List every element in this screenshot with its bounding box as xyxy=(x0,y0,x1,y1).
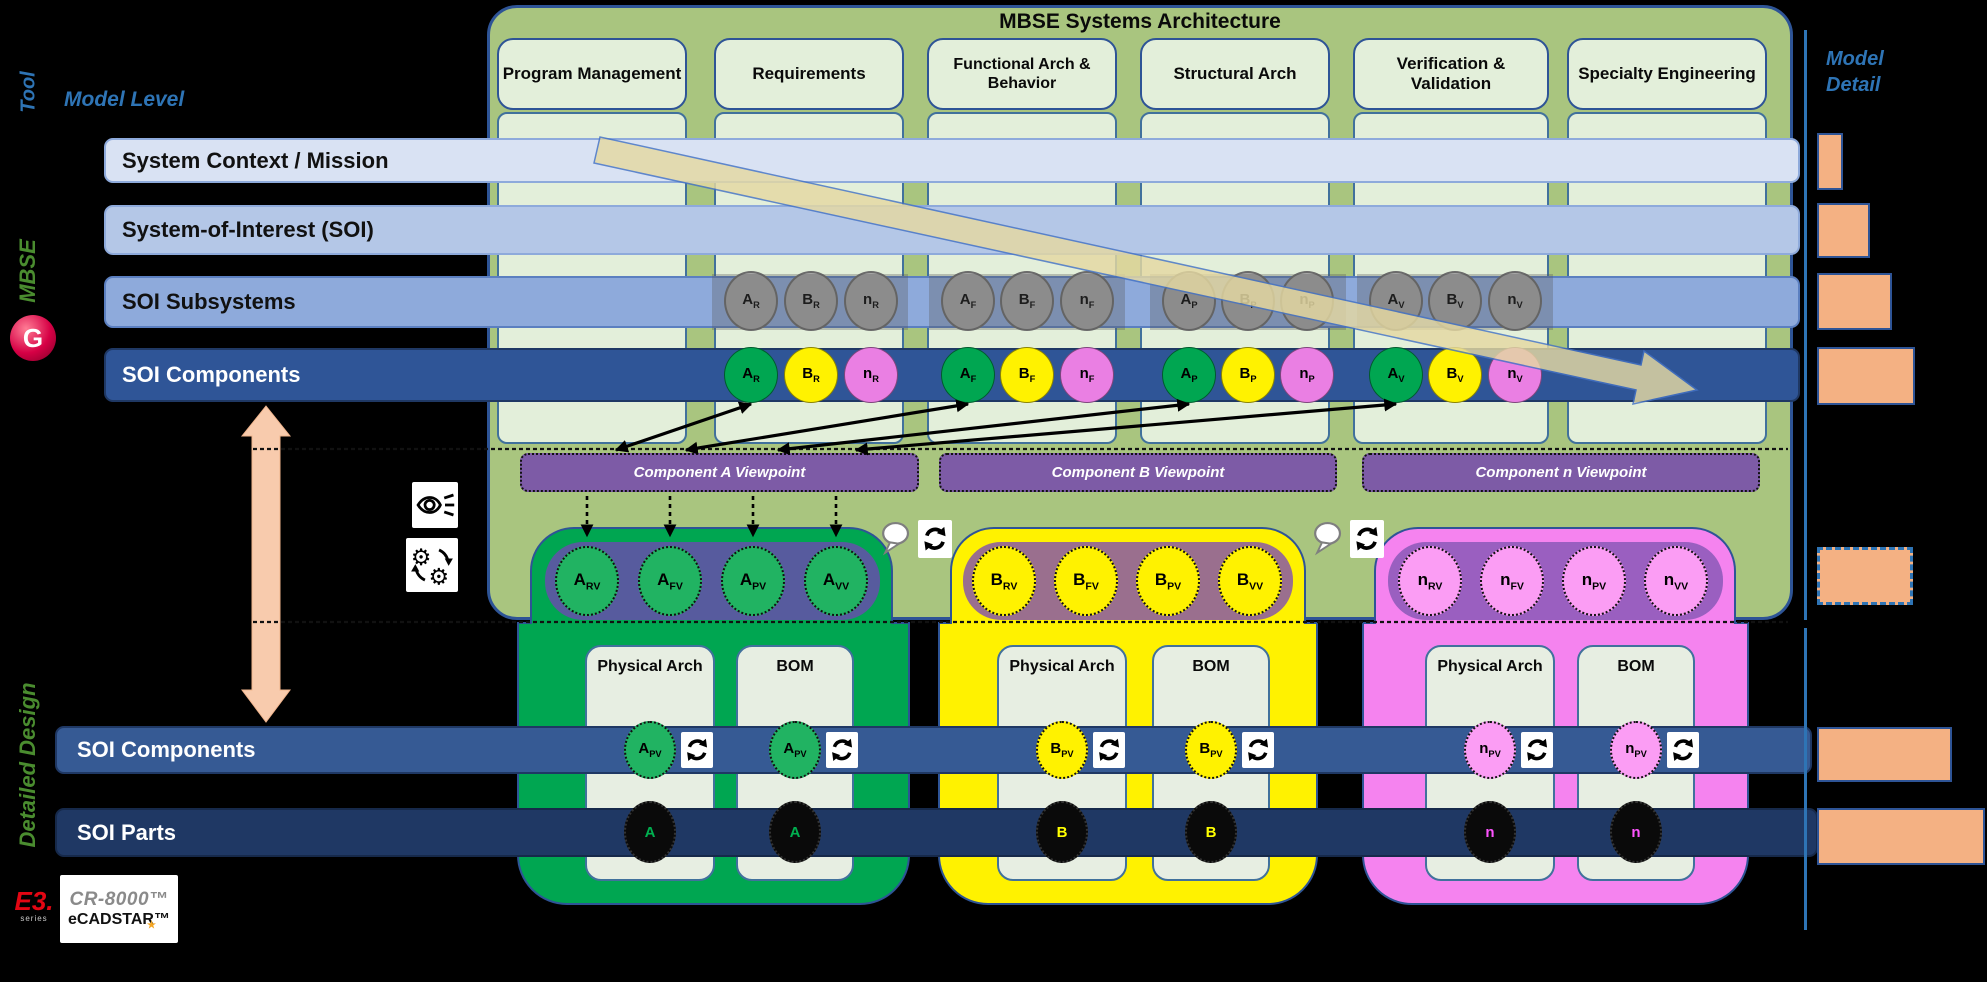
container-A-pv-circle-2: APV xyxy=(769,721,821,779)
subsystem-shadow-band-1 xyxy=(712,274,908,330)
container-n-part-circle-1: n xyxy=(1464,801,1516,863)
column-header-1: Program Management xyxy=(497,38,687,110)
row-soi-parts-label: SOI Parts xyxy=(77,819,177,845)
row-soi-parts: SOI Parts xyxy=(55,808,1818,857)
container-n-sync-icon-1 xyxy=(1521,732,1553,768)
column-header-3: Functional Arch & Behavior xyxy=(927,38,1117,110)
container-B-pv-circle-1: BPV xyxy=(1036,721,1088,779)
container-A-sync-icon-2 xyxy=(826,732,858,768)
container-A-part-circle-1: A xyxy=(624,801,676,863)
sync-arrows-icon-2 xyxy=(1350,520,1384,558)
viewpoint-box-3: Component n Viewpoint xyxy=(1362,453,1760,492)
column-header-4: Structural Arch xyxy=(1140,38,1330,110)
row-soi-components-detailed: SOI Components xyxy=(55,726,1812,774)
component-circle-BF: BF xyxy=(1000,347,1054,403)
component-circle-BR: BR xyxy=(784,347,838,403)
cr8000-logo: CR-8000™ xyxy=(69,889,169,910)
row-soi-label: System-of-Interest (SOI) xyxy=(122,217,374,242)
eye-icon xyxy=(412,482,458,528)
gear-glyph: ⚙ xyxy=(428,564,449,589)
model-detail-bar-soi-components xyxy=(1817,347,1915,405)
model-detail-axis-lower xyxy=(1804,628,1807,930)
component-circle-AP: AP xyxy=(1162,347,1216,403)
e3-logo-subtext: series xyxy=(20,914,48,923)
component-circle-BV: BV xyxy=(1428,347,1482,403)
model-detail-bar-component-viewpoints xyxy=(1817,547,1913,605)
speech-bubble-icon-2 xyxy=(1310,516,1346,560)
component-circle-AR: AR xyxy=(724,347,778,403)
genesys-logo: G xyxy=(10,315,56,361)
container-A-part-circle-2: A xyxy=(769,801,821,863)
viewpoint-box-2: Component B Viewpoint xyxy=(939,453,1337,492)
viewpoint-box-1: Component A Viewpoint xyxy=(520,453,919,492)
component-circle-nP: nP xyxy=(1280,347,1334,403)
container-B-circle-BVV: BVV xyxy=(1218,546,1282,616)
container-n-pv-circle-1: nPV xyxy=(1464,721,1516,779)
component-circle-BP: BP xyxy=(1221,347,1275,403)
speech-bubble-icon-1 xyxy=(878,516,914,560)
e3-logo-text: E3. xyxy=(14,886,54,916)
column-header-6: Specialty Engineering xyxy=(1567,38,1767,110)
gear-glyph: ⚙ xyxy=(411,545,432,571)
container-B-pv-circle-2: BPV xyxy=(1185,721,1237,779)
component-circle-AF: AF xyxy=(941,347,995,403)
ecadstar-logo-text: eCADSTAR™ xyxy=(68,911,170,928)
container-n-pv-circle-2: nPV xyxy=(1610,721,1662,779)
container-A-circle-AFV: AFV xyxy=(638,546,702,616)
container-B-part-circle-2: B xyxy=(1185,801,1237,863)
ecadstar-logo: eCADSTAR™★ xyxy=(68,911,170,931)
component-circle-nR: nR xyxy=(844,347,898,403)
model-detail-bar-system-of-interest xyxy=(1817,203,1870,258)
detailed-design-label: Detailed Design xyxy=(15,682,40,848)
row-system-context: System Context / Mission xyxy=(104,138,1800,183)
model-detail-axis-upper xyxy=(1804,30,1807,620)
mbse-label: MBSE xyxy=(15,239,40,303)
container-A-circle-ARV: ARV xyxy=(555,546,619,616)
container-n-circle-nVV: nVV xyxy=(1644,546,1708,616)
container-B-part-circle-1: B xyxy=(1036,801,1088,863)
row-soi-subsystems-label: SOI Subsystems xyxy=(122,289,296,314)
container-B-circle-BPV: BPV xyxy=(1136,546,1200,616)
model-detail-bar-soi-parts xyxy=(1817,808,1985,865)
component-circle-AV: AV xyxy=(1369,347,1423,403)
container-B-circle-BRV: BRV xyxy=(972,546,1036,616)
container-A-circle-AVV: AVV xyxy=(804,546,868,616)
model-detail-bar-soi-subsystems xyxy=(1817,273,1892,330)
container-B-circle-BFV: BFV xyxy=(1054,546,1118,616)
container-A-pv-circle-1: APV xyxy=(624,721,676,779)
subsystem-shadow-band-4 xyxy=(1357,274,1553,330)
model-level-label: Model Level xyxy=(64,88,185,111)
column-header-2: Requirements xyxy=(714,38,904,110)
row-soi: System-of-Interest (SOI) xyxy=(104,205,1800,255)
zuken-tools-logo-card: CR-8000™ eCADSTAR™★ xyxy=(60,875,178,943)
row-system-context-label: System Context / Mission xyxy=(122,147,389,173)
e3-series-logo: E3. series xyxy=(12,888,56,923)
container-B-sync-icon-2 xyxy=(1242,732,1274,768)
column-header-5: Verification & Validation xyxy=(1353,38,1549,110)
row-soi-components-detailed-label: SOI Components xyxy=(77,737,256,762)
container-n-sync-icon-2 xyxy=(1667,732,1699,768)
subsystem-shadow-band-3 xyxy=(1150,274,1346,330)
panel-title: MBSE Systems Architecture xyxy=(999,10,1281,33)
container-n-circle-nPV: nPV xyxy=(1562,546,1626,616)
tool-label: Tool xyxy=(17,71,40,113)
container-B-sync-icon-1 xyxy=(1093,732,1125,768)
ecadstar-star-icon: ★ xyxy=(147,920,156,931)
model-detail-label: Model Detail xyxy=(1826,48,1884,96)
container-A-circle-APV: APV xyxy=(721,546,785,616)
detail-link-arrow xyxy=(240,405,292,723)
container-n-circle-nRV: nRV xyxy=(1398,546,1462,616)
model-detail-bar-system-context-mission xyxy=(1817,133,1843,190)
container-A-sync-icon-1 xyxy=(681,732,713,768)
subsystem-shadow-band-2 xyxy=(929,274,1125,330)
genesys-logo-letter: G xyxy=(22,322,44,353)
gears-sync-icon: ⚙ ⚙ xyxy=(406,538,458,592)
component-circle-nV: nV xyxy=(1488,347,1542,403)
component-circle-nF: nF xyxy=(1060,347,1114,403)
container-n-circle-nFV: nFV xyxy=(1480,546,1544,616)
sync-arrows-icon-1 xyxy=(918,520,952,558)
model-detail-bar-soi-components-detailed xyxy=(1817,727,1952,782)
row-soi-components-label: SOI Components xyxy=(122,362,301,387)
container-n-part-circle-2: n xyxy=(1610,801,1662,863)
